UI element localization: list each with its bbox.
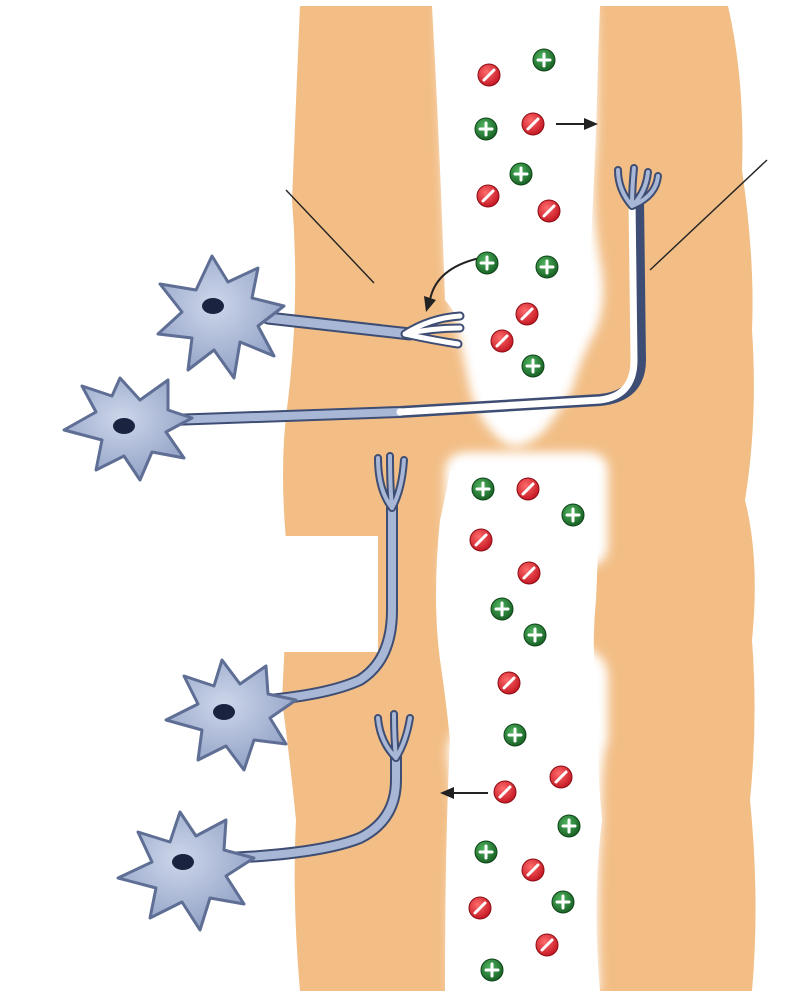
- legend-box: [278, 536, 378, 652]
- minus-ion-icon: [470, 529, 492, 551]
- plus-ion-icon: [491, 598, 513, 620]
- minus-ion-icon: [522, 113, 544, 135]
- minus-ion-icon: [536, 934, 558, 956]
- minus-ion-icon: [494, 781, 516, 803]
- plus-ion-icon: [533, 49, 555, 71]
- nucleus: [202, 298, 224, 314]
- minus-ion-icon: [517, 478, 539, 500]
- plus-ion-icon: [524, 624, 546, 646]
- plus-ion-icon: [472, 478, 494, 500]
- minus-ion-icon: [538, 200, 560, 222]
- minus-ion-icon: [522, 859, 544, 881]
- plus-ion-icon: [558, 815, 580, 837]
- minus-ion-icon: [478, 64, 500, 86]
- plus-ion-icon: [536, 256, 558, 278]
- left-tissue-column: [282, 6, 456, 991]
- nucleus: [172, 854, 194, 870]
- plus-ion-icon: [475, 841, 497, 863]
- plus-ion-icon: [476, 252, 498, 274]
- nucleus: [213, 704, 235, 720]
- minus-ion-icon: [491, 330, 513, 352]
- minus-ion-icon: [477, 185, 499, 207]
- plus-ion-icon: [475, 118, 497, 140]
- nucleus: [113, 418, 135, 434]
- plus-ion-icon: [504, 724, 526, 746]
- plus-ion-icon: [522, 355, 544, 377]
- minus-ion-icon: [550, 766, 572, 788]
- plus-ion-icon: [510, 163, 532, 185]
- minus-ion-icon: [469, 897, 491, 919]
- plus-ion-icon: [562, 504, 584, 526]
- lower-channel: [443, 452, 609, 991]
- plus-ion-icon: [481, 959, 503, 981]
- minus-ion-icon: [516, 303, 538, 325]
- minus-ion-icon: [498, 672, 520, 694]
- minus-ion-icon: [518, 562, 540, 584]
- plus-ion-icon: [552, 891, 574, 913]
